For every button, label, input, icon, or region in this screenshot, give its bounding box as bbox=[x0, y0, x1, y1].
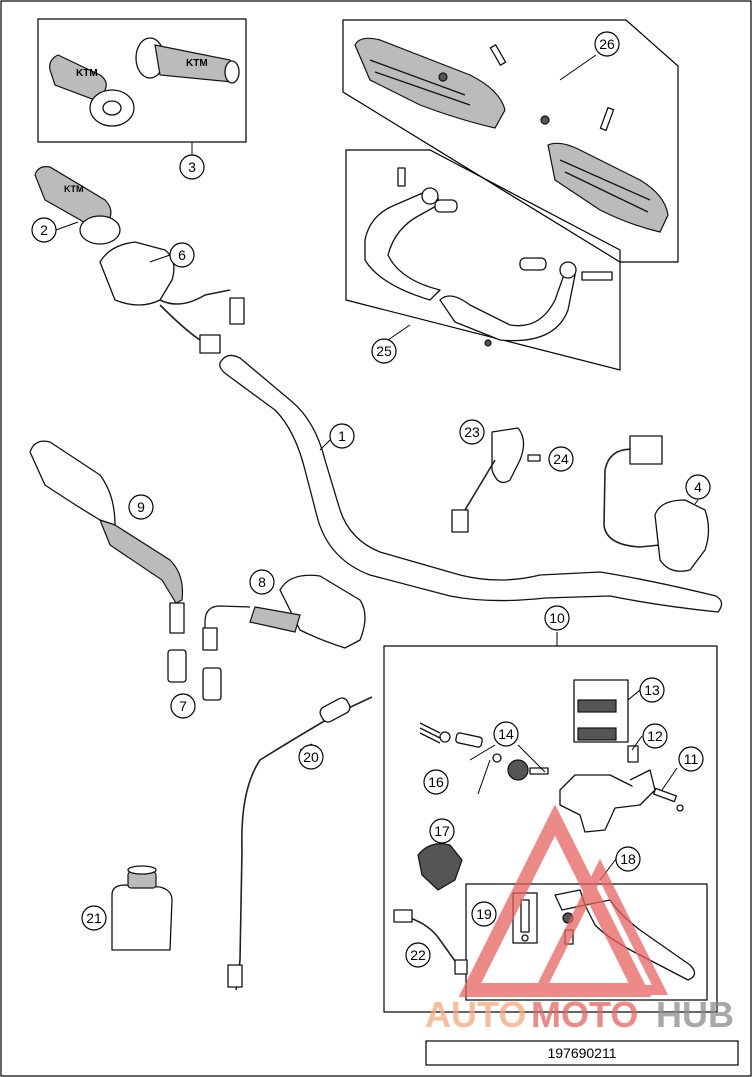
svg-text:21: 21 bbox=[86, 910, 102, 926]
clutch-switch bbox=[451, 427, 541, 533]
svg-text:14: 14 bbox=[498, 726, 514, 742]
callout-19: 19 bbox=[471, 901, 497, 927]
watermark-logo: AUTO MOTO HUB bbox=[425, 804, 734, 1035]
grip-right-pair: KTM bbox=[135, 37, 240, 84]
svg-text:10: 10 bbox=[549, 610, 565, 626]
callout-18: 18 bbox=[615, 846, 641, 872]
switch-connector-2 bbox=[199, 334, 221, 354]
svg-text:6: 6 bbox=[178, 247, 186, 263]
handguard-cover-right bbox=[547, 142, 669, 233]
svg-text:11: 11 bbox=[684, 751, 699, 767]
callout-13: 13 bbox=[639, 677, 665, 703]
reservoir-bracket bbox=[417, 843, 463, 891]
mirror-right bbox=[202, 574, 366, 651]
svg-text:2: 2 bbox=[40, 222, 48, 238]
handguards-box bbox=[345, 149, 621, 371]
handlebar bbox=[219, 354, 723, 613]
banjo-fitting bbox=[627, 745, 639, 763]
svg-text:3: 3 bbox=[188, 159, 196, 175]
grip-logo-left: KTM bbox=[76, 68, 98, 79]
clutch-cable bbox=[227, 696, 373, 991]
callout-7: 7 bbox=[170, 693, 196, 719]
pivot-pin bbox=[652, 787, 684, 812]
svg-text:24: 24 bbox=[553, 451, 569, 467]
callout-10: 10 bbox=[544, 605, 570, 631]
callout-25: 25 bbox=[371, 338, 397, 364]
svg-text:26: 26 bbox=[599, 36, 615, 52]
callout-20: 20 bbox=[298, 744, 324, 770]
left-grip: KTM bbox=[34, 166, 121, 245]
callout-24: 24 bbox=[548, 446, 574, 472]
clutch-master-cylinder-box bbox=[383, 645, 718, 1013]
callout-17: 17 bbox=[429, 818, 455, 844]
callout-26: 26 bbox=[594, 31, 620, 57]
piston-seals bbox=[492, 753, 549, 781]
document-number-box bbox=[425, 1040, 739, 1066]
svg-text:18: 18 bbox=[620, 851, 636, 867]
watermark-text-moto: MOTO bbox=[531, 994, 638, 1035]
master-cylinder-cap bbox=[573, 679, 629, 743]
watermark-text-hub: HUB bbox=[656, 994, 734, 1035]
lever-pin bbox=[520, 899, 530, 933]
svg-text:4: 4 bbox=[694, 479, 702, 495]
svg-text:7: 7 bbox=[179, 698, 187, 714]
grip-logo-left-installed: KTM bbox=[64, 184, 84, 194]
callout-12: 12 bbox=[642, 723, 668, 749]
svg-text:23: 23 bbox=[464, 424, 480, 440]
grips-box bbox=[37, 18, 247, 143]
grip-logo-right: KTM bbox=[186, 58, 208, 69]
handguard-bracket-right bbox=[439, 257, 613, 347]
grip-left-pair: KTM bbox=[49, 54, 135, 127]
svg-text:19: 19 bbox=[476, 906, 492, 922]
callout-11: 11 bbox=[678, 746, 704, 772]
mirror-adapters bbox=[167, 649, 222, 701]
handguard-cover-left bbox=[354, 37, 506, 129]
callout-21: 21 bbox=[81, 905, 107, 931]
callout-22: 22 bbox=[405, 942, 431, 968]
left-handlebar-switch bbox=[99, 241, 245, 354]
watermark-text-auto: AUTO bbox=[425, 994, 526, 1035]
callout-4: 4 bbox=[685, 474, 711, 500]
callout-23: 23 bbox=[459, 419, 485, 445]
svg-text:17: 17 bbox=[434, 823, 450, 839]
handguard-bracket-left bbox=[364, 167, 458, 301]
mirror-left bbox=[29, 440, 185, 634]
svg-text:25: 25 bbox=[376, 343, 392, 359]
callout-8: 8 bbox=[249, 569, 275, 595]
clutch-switch-cable bbox=[393, 909, 468, 975]
svg-text:8: 8 bbox=[258, 574, 266, 590]
right-handlebar-switch bbox=[603, 435, 710, 572]
callout-2: 2 bbox=[31, 217, 57, 243]
callout-9: 9 bbox=[128, 494, 154, 520]
callout-14: 14 bbox=[493, 721, 519, 747]
callout-16: 16 bbox=[423, 769, 449, 795]
svg-text:1: 1 bbox=[338, 428, 346, 444]
callout-3: 3 bbox=[179, 154, 205, 180]
right-switch-connector bbox=[629, 435, 663, 465]
svg-text:20: 20 bbox=[303, 749, 319, 765]
svg-text:16: 16 bbox=[428, 774, 444, 790]
callout-1: 1 bbox=[329, 423, 355, 449]
master-cylinder bbox=[559, 769, 656, 833]
switch-connector-1 bbox=[229, 297, 245, 325]
document-number: 197690211 bbox=[547, 1045, 616, 1061]
svg-text:22: 22 bbox=[410, 947, 426, 963]
handguard-covers-box bbox=[342, 19, 679, 263]
hydraulic-oil-bottle bbox=[111, 865, 173, 951]
spring-and-piston bbox=[419, 722, 483, 748]
svg-text:13: 13 bbox=[644, 682, 660, 698]
svg-text:12: 12 bbox=[647, 728, 663, 744]
svg-text:9: 9 bbox=[137, 499, 145, 515]
handguard-screws bbox=[438, 44, 615, 132]
callout-6: 6 bbox=[169, 242, 195, 268]
